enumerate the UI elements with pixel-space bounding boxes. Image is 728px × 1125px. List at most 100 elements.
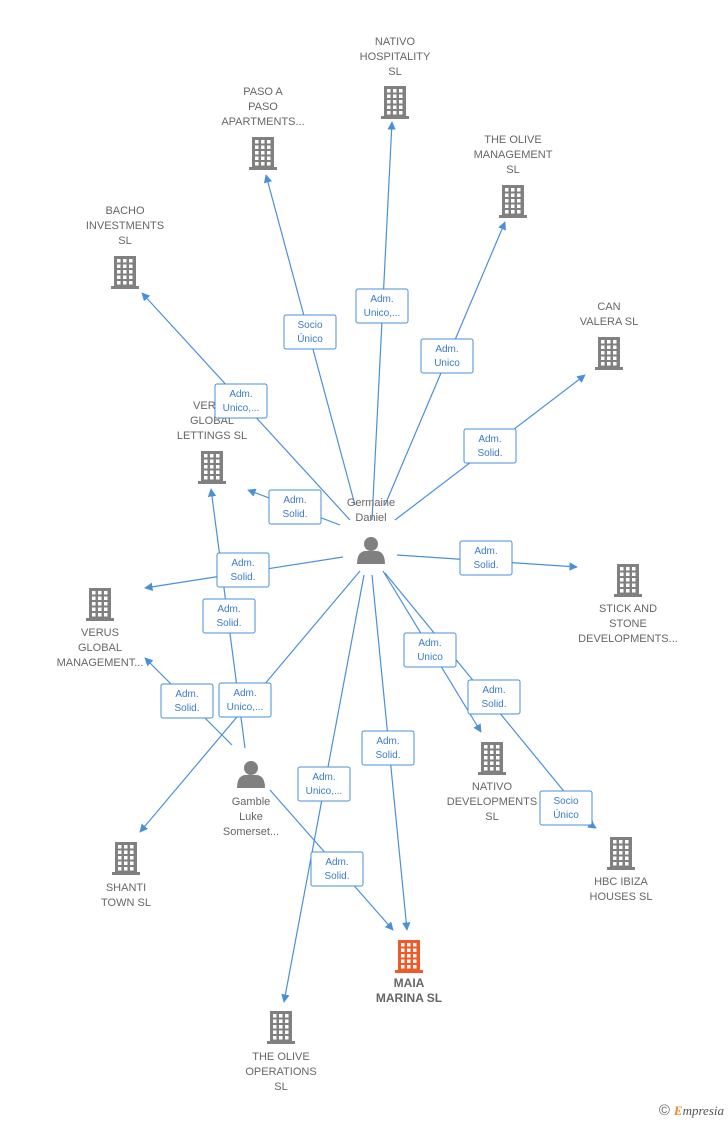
copyright-icon: © [658, 1102, 670, 1119]
node-shanti[interactable]: SHANTI TOWN SL [101, 842, 151, 909]
edge-label-germaine-to-shanti[interactable]: Adm.Unico,... [218, 682, 272, 718]
node-label: APARTMENTS... [221, 116, 304, 128]
edge-label-text: Unico,... [223, 403, 260, 414]
node-label: SHANTI [106, 882, 146, 894]
edge-label-germaine-to-hbc_ibiza[interactable]: Adm. Solid. [467, 679, 521, 715]
node-label: SL [274, 1081, 287, 1093]
edge-label-box[interactable] [467, 679, 521, 715]
building-icon [607, 837, 635, 870]
edge-label-box[interactable] [310, 851, 364, 887]
edge-label-text: Solid. [481, 699, 506, 710]
brand-name: mpresia [682, 1102, 724, 1118]
edge-labels-layer: Adm.Unico,...SocioÚnicoAdm.UnicoAdm.Unic… [160, 288, 593, 887]
node-label: SL [485, 811, 498, 823]
node-label: HBC IBIZA [594, 876, 648, 888]
edge-label-germaine-to-maia_marina[interactable]: Adm.Solid. [361, 730, 415, 766]
edge-label-text: Adm. [231, 558, 254, 569]
edge-label-gamble-to-verus_management[interactable]: Adm.Solid. [160, 683, 214, 719]
node-nativo_dev[interactable]: NATIVO DEVELOPMENTS SL [447, 742, 537, 823]
edge-label-text: Adm. [418, 638, 441, 649]
node-label: Germaine [347, 497, 395, 509]
edge-label-germaine-to-can_valera[interactable]: Adm.Solid. [463, 428, 517, 464]
node-label: PASO [248, 101, 278, 113]
building-icon [395, 940, 423, 973]
node-can_valera[interactable]: CAN VALERA SL [580, 301, 639, 370]
node-label: Gamble [232, 796, 271, 808]
building-icon [86, 588, 114, 621]
edge-label-box[interactable] [160, 683, 214, 719]
node-label: MANAGEMENT [474, 149, 553, 161]
edge-label-germaine-to-nativo_hospitality[interactable]: Adm.Unico,... [355, 288, 409, 324]
node-label: Somerset... [223, 826, 279, 838]
edge-label-text: Adm. [175, 689, 198, 700]
edge-label-box[interactable] [539, 790, 593, 826]
edge-label-text: Unico,... [306, 786, 343, 797]
edge-label-box[interactable] [355, 288, 409, 324]
edge-label-box[interactable] [202, 598, 256, 634]
edge-label-germaine-to-stick_stone[interactable]: Adm.Solid. [459, 540, 513, 576]
building-icon [499, 185, 527, 218]
edge-label-text: Socio [553, 796, 578, 807]
node-stick_stone[interactable]: STICK AND STONE DEVELOPMENTS... [578, 564, 678, 645]
building-icon [381, 86, 409, 119]
edge-label-text: Adm. [283, 495, 306, 506]
node-label: TOWN SL [101, 897, 151, 909]
edge-label-germaine-to-verus_management[interactable]: Adm. Solid. [216, 552, 270, 588]
edge-label-text: Adm. [325, 857, 348, 868]
node-label: STICK AND [599, 603, 657, 615]
node-verus_management[interactable]: VERUSGLOBALMANAGEMENT... [57, 588, 144, 669]
node-label: SL [506, 164, 519, 176]
edge-label-box[interactable] [403, 632, 457, 668]
edge-label-box[interactable] [214, 383, 268, 419]
edge-label-text: Solid. [324, 871, 349, 882]
edge-label-gamble-to-verus_lettings[interactable]: Adm.Solid. [202, 598, 256, 634]
node-paso_a_paso[interactable]: PASO APASOAPARTMENTS... [221, 86, 305, 170]
edge-label-germaine-to-bacho[interactable]: Adm.Unico,... [214, 383, 268, 419]
node-label: NATIVO [472, 781, 513, 793]
edge-label-text: Adm. [482, 685, 505, 696]
node-label: NATIVO [375, 36, 416, 48]
edge-label-germaine-to-verus_lettings[interactable]: Adm.Solid. [268, 489, 322, 525]
node-label: THE OLIVE [252, 1051, 309, 1063]
node-label: MAIA [394, 976, 425, 990]
building-icon [112, 842, 140, 875]
edge-label-germaine-to-nativo_dev[interactable]: Adm.Unico [403, 632, 457, 668]
edge-label-box[interactable] [268, 489, 322, 525]
edge-label-text: Adm. [312, 772, 335, 783]
edge-label-box[interactable] [463, 428, 517, 464]
node-label: MARINA SL [376, 991, 442, 1005]
node-label: DEVELOPMENTS [447, 796, 537, 808]
node-gamble[interactable]: GambleLukeSomerset... [223, 761, 279, 838]
node-label: VALERA SL [580, 316, 639, 328]
edge-label-gamble-to-maia_marina[interactable]: Adm. Solid. [310, 851, 364, 887]
edge-label-box[interactable] [361, 730, 415, 766]
edge-label-germaine-to-olive_operations[interactable]: Adm. Unico,... [297, 766, 351, 802]
edge-label-text: Unico,... [364, 308, 401, 319]
edge-label-germaine-to-olive_management[interactable]: Adm.Unico [420, 338, 474, 374]
node-label: DEVELOPMENTS... [578, 633, 678, 645]
node-label: LETTINGS SL [177, 430, 247, 442]
edge-label-text: Adm. [435, 344, 458, 355]
edge-label-box[interactable] [459, 540, 513, 576]
node-label: CAN [597, 301, 620, 313]
node-label: HOSPITALITY [360, 51, 431, 63]
edge-label-box[interactable] [283, 314, 337, 350]
edge-label-text: Solid. [230, 572, 255, 583]
edge-label-box[interactable] [216, 552, 270, 588]
edge-label-box[interactable] [218, 682, 272, 718]
edge-label-box[interactable] [420, 338, 474, 374]
node-label: STONE [609, 618, 647, 630]
edge-label-box[interactable] [297, 766, 351, 802]
watermark: © Empresia [659, 1102, 724, 1119]
